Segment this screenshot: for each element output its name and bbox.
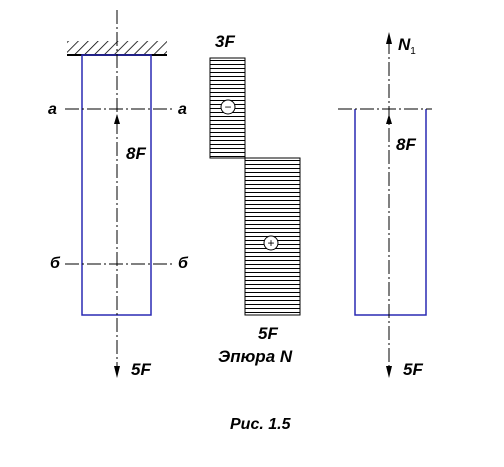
diagram-minus-sign: − [224, 100, 231, 114]
fixed-support [67, 41, 167, 55]
reaction-label-subscript: 1 [410, 46, 416, 57]
section-a-left-label: a [48, 101, 57, 118]
left-bottom-arrowhead [114, 366, 120, 378]
section-b-right-label: б [178, 255, 189, 272]
reaction-label-main: N [398, 35, 411, 54]
left-internal-arrowhead [114, 114, 120, 124]
reaction-label: N1 [398, 35, 416, 57]
figure-caption: Рис. 1.5 [230, 416, 292, 433]
right-bottom-force-label: 5F [403, 360, 423, 379]
section-b-left-label: б [50, 255, 61, 272]
right-bottom-arrowhead [386, 366, 392, 378]
diagram-top-block [209, 57, 246, 159]
diagram-minus-circle [220, 99, 236, 115]
left-internal-force-label: 8F [126, 144, 146, 163]
diagram-title: Эпюра N [218, 347, 293, 366]
right-bar-outline [354, 109, 427, 316]
diagram-bottom-block [244, 157, 301, 316]
reaction-arrowhead [386, 32, 392, 44]
force-diagram-group: − + 3F 5F Эпюра N [209, 32, 301, 366]
left-bottom-force-label: 5F [131, 360, 151, 379]
diagram-top-value: 3F [215, 32, 235, 51]
diagram-plus-sign: + [267, 236, 274, 250]
right-internal-arrowhead [386, 114, 392, 124]
left-bar-group: a a б б 8F 5F [48, 10, 189, 379]
section-a-right-label: a [178, 101, 187, 118]
diagram-bottom-value: 5F [258, 324, 278, 343]
right-bar-group: N1 8F 5F [338, 32, 432, 379]
diagram-plus-circle [263, 235, 279, 251]
right-internal-force-label: 8F [396, 135, 416, 154]
